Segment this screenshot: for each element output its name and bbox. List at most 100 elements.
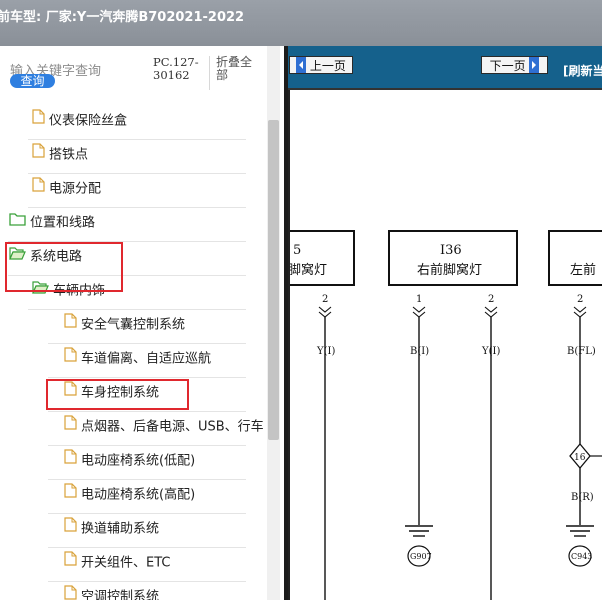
tree-item[interactable]: 安全气囊控制系统 xyxy=(64,313,185,337)
file-icon xyxy=(64,585,77,600)
tree-item[interactable]: 开关组件、ETC xyxy=(64,551,170,575)
divider xyxy=(48,479,246,480)
scrollbar-thumb[interactable] xyxy=(268,120,279,440)
component-name: 脚窝灯 xyxy=(290,262,327,278)
tree-item-label: 换道辅助系统 xyxy=(81,521,160,537)
component-box[interactable]: I36 右前脚窝灯 xyxy=(388,230,518,286)
file-icon xyxy=(64,381,77,405)
arrow-left-icon xyxy=(296,57,307,73)
component-box[interactable]: 5 脚窝灯 xyxy=(290,230,355,286)
connector-symbols xyxy=(318,306,587,318)
component-name: 左前 xyxy=(570,262,596,278)
tree-item[interactable]: 换道辅助系统 xyxy=(64,517,159,541)
divider xyxy=(48,445,246,446)
pc-code: PC.127-30162 xyxy=(153,55,199,82)
ground-label: G907 xyxy=(410,552,432,561)
wires xyxy=(324,317,581,600)
tree-item-label: 车道偏离、自适应巡航 xyxy=(81,351,212,367)
divider xyxy=(48,547,246,548)
diagram-border xyxy=(288,90,290,600)
tree-item-label: 电源分配 xyxy=(49,181,102,197)
divider xyxy=(209,56,210,90)
folder-icon xyxy=(9,211,26,235)
tree-item[interactable]: 车道偏离、自适应巡航 xyxy=(64,347,211,371)
tree-item-label: 系统电路 xyxy=(30,249,83,265)
pane-splitter[interactable] xyxy=(284,46,288,600)
divider xyxy=(28,173,246,174)
collapse-all-button[interactable]: 折叠全部 xyxy=(216,55,253,82)
divider xyxy=(28,139,246,140)
tree-item[interactable]: 位置和线路 xyxy=(9,211,95,235)
file-icon xyxy=(64,415,77,439)
splice-label: 16 xyxy=(574,453,586,463)
pin-label: 1 xyxy=(416,294,422,305)
tree-item-label: 搭铁点 xyxy=(49,147,89,163)
component-code: 5 xyxy=(293,243,301,258)
tree-item-label: 电动座椅系统(高配) xyxy=(81,487,196,503)
divider xyxy=(48,513,246,514)
wire-label: B(R) xyxy=(571,492,594,503)
divider xyxy=(48,343,246,344)
ground-symbol[interactable]: G907 xyxy=(405,525,433,567)
next-page-button[interactable]: 下一页 xyxy=(481,56,548,74)
tree-item[interactable]: 电动座椅系统(低配) xyxy=(64,449,195,473)
search-button[interactable]: 查询 xyxy=(10,74,55,88)
title-bar: 前车型: 厂家:Y一汽奔腾B702021-2022 xyxy=(0,0,602,46)
wire-label: B(FL) xyxy=(567,346,596,357)
tree-item[interactable]: 空调控制系统 xyxy=(64,585,159,600)
file-icon xyxy=(64,551,77,575)
tree-item-label: 车身控制系统 xyxy=(81,385,160,401)
tree-item[interactable]: 电动座椅系统(高配) xyxy=(64,483,195,507)
tree-pane: 输入关键字查询 查询 PC.127-30162 折叠全部 仪表保险丝盒 搭铁点 … xyxy=(0,46,284,600)
refresh-link[interactable]: [刷新当 xyxy=(563,64,602,78)
file-icon xyxy=(32,143,45,167)
divider xyxy=(288,88,602,90)
divider xyxy=(48,377,246,378)
folder-open-icon xyxy=(9,245,26,269)
highlight-box xyxy=(46,379,189,410)
pin-label: 2 xyxy=(322,294,328,305)
component-code: I36 xyxy=(440,243,462,258)
splice-node[interactable]: 16 xyxy=(569,442,602,470)
tree-item[interactable]: 搭铁点 xyxy=(32,143,88,167)
prev-page-button[interactable]: 上一页 xyxy=(289,56,353,74)
file-icon xyxy=(64,313,77,337)
wire-label: Y(I) xyxy=(316,346,335,357)
divider xyxy=(28,309,246,310)
pin-label: 2 xyxy=(577,294,583,305)
tree-item[interactable]: 系统电路 xyxy=(9,245,82,269)
highlight-box xyxy=(5,242,123,292)
tree-item-label: 电动座椅系统(低配) xyxy=(81,453,196,469)
wire-label: B(I) xyxy=(410,346,429,357)
divider xyxy=(28,207,246,208)
diagram-pane: 上一页 下一页 [刷新当 5 脚窝灯 I36 右前脚窝灯 左前 2 1 2 2 xyxy=(288,46,602,600)
tree-item-label: 仪表保险丝盒 xyxy=(49,113,128,129)
vehicle-title: 前车型: 厂家:Y一汽奔腾B702021-2022 xyxy=(0,10,245,25)
file-icon xyxy=(64,483,77,507)
divider xyxy=(48,411,246,412)
ground-symbol[interactable]: C943 xyxy=(566,525,594,567)
file-icon xyxy=(32,177,45,201)
file-icon xyxy=(64,517,77,541)
tree-item[interactable]: 电源分配 xyxy=(32,177,101,201)
tree-item-selected[interactable]: 车身控制系统 xyxy=(64,381,159,405)
divider xyxy=(8,241,246,242)
pin-label: 2 xyxy=(488,294,494,305)
file-icon xyxy=(64,449,77,473)
tree-item[interactable]: 点烟器、后备电源、USB、行车 xyxy=(64,415,264,439)
ground-label: C943 xyxy=(571,552,592,561)
next-page-label: 下一页 xyxy=(489,59,526,73)
tree-item-label: 空调控制系统 xyxy=(81,589,160,600)
divider xyxy=(8,275,246,276)
tree-item[interactable]: 仪表保险丝盒 xyxy=(32,109,127,133)
arrow-right-icon xyxy=(529,57,540,73)
component-box[interactable]: 左前 xyxy=(548,230,602,286)
component-name: 右前脚窝灯 xyxy=(417,262,482,278)
tree-item-label: 位置和线路 xyxy=(30,215,96,231)
file-icon xyxy=(32,109,45,133)
divider xyxy=(48,581,246,582)
tree-item-label: 安全气囊控制系统 xyxy=(81,317,186,333)
tree-item-label: 开关组件、ETC xyxy=(81,555,171,571)
file-icon xyxy=(64,347,77,371)
tree-item-label: 点烟器、后备电源、USB、行车 xyxy=(81,419,264,435)
